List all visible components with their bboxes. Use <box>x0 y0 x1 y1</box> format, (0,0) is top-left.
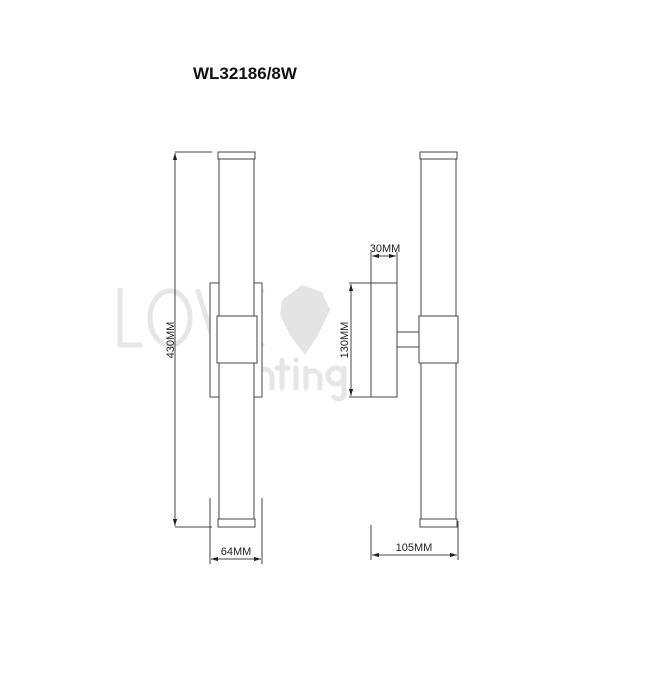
front-bottom-cap <box>217 518 256 528</box>
model-title: WL32186/8W <box>193 64 297 83</box>
front-top-cap <box>217 151 256 160</box>
height-dimension: 430MM <box>165 151 212 528</box>
side-backplate <box>370 282 398 398</box>
front-view <box>209 151 263 528</box>
backplate-depth-dimension: 30MM <box>370 243 401 283</box>
side-top-cap <box>419 151 458 160</box>
projection-dimension: 105MM <box>370 521 459 560</box>
height-label: 430MM <box>165 322 177 359</box>
side-arm <box>396 331 420 348</box>
backplate-depth-label: 30MM <box>370 243 401 255</box>
front-bracket <box>216 315 258 364</box>
backplate-height-dimension: 130MM <box>339 282 371 398</box>
side-bottom-cap <box>419 518 458 528</box>
front-width-dimension: 64MM <box>209 498 263 564</box>
side-view <box>370 151 459 528</box>
side-collar <box>418 315 459 364</box>
front-width-label: 64MM <box>221 546 252 558</box>
projection-label: 105MM <box>396 542 433 554</box>
backplate-height-label: 130MM <box>339 322 351 359</box>
